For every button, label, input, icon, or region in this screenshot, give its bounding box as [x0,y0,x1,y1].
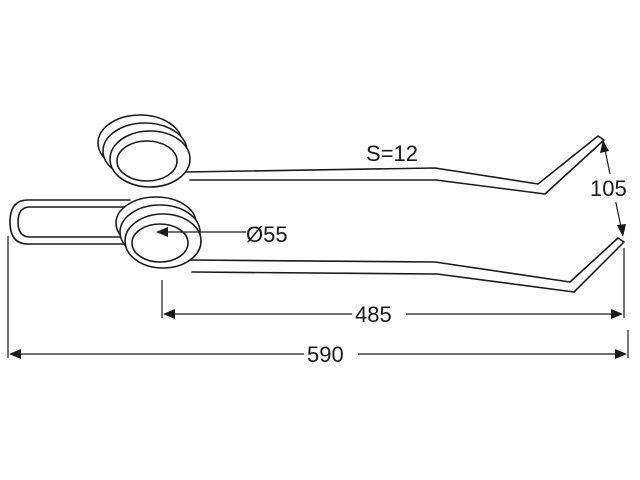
tine-length-label: 485 [355,302,392,327]
coil-diameter-leader [156,227,246,237]
wire-size-label: S=12 [366,141,418,166]
lower-tine-arm [189,237,625,293]
tine-spacing-label: 105 [590,176,627,201]
upper-tine-arm [184,135,605,195]
connecting-loop [9,199,131,245]
lower-coil [115,196,202,269]
coil-diameter-label: Ø55 [246,222,288,247]
overall-length-label: 590 [307,342,344,367]
upper-coil [97,114,191,188]
